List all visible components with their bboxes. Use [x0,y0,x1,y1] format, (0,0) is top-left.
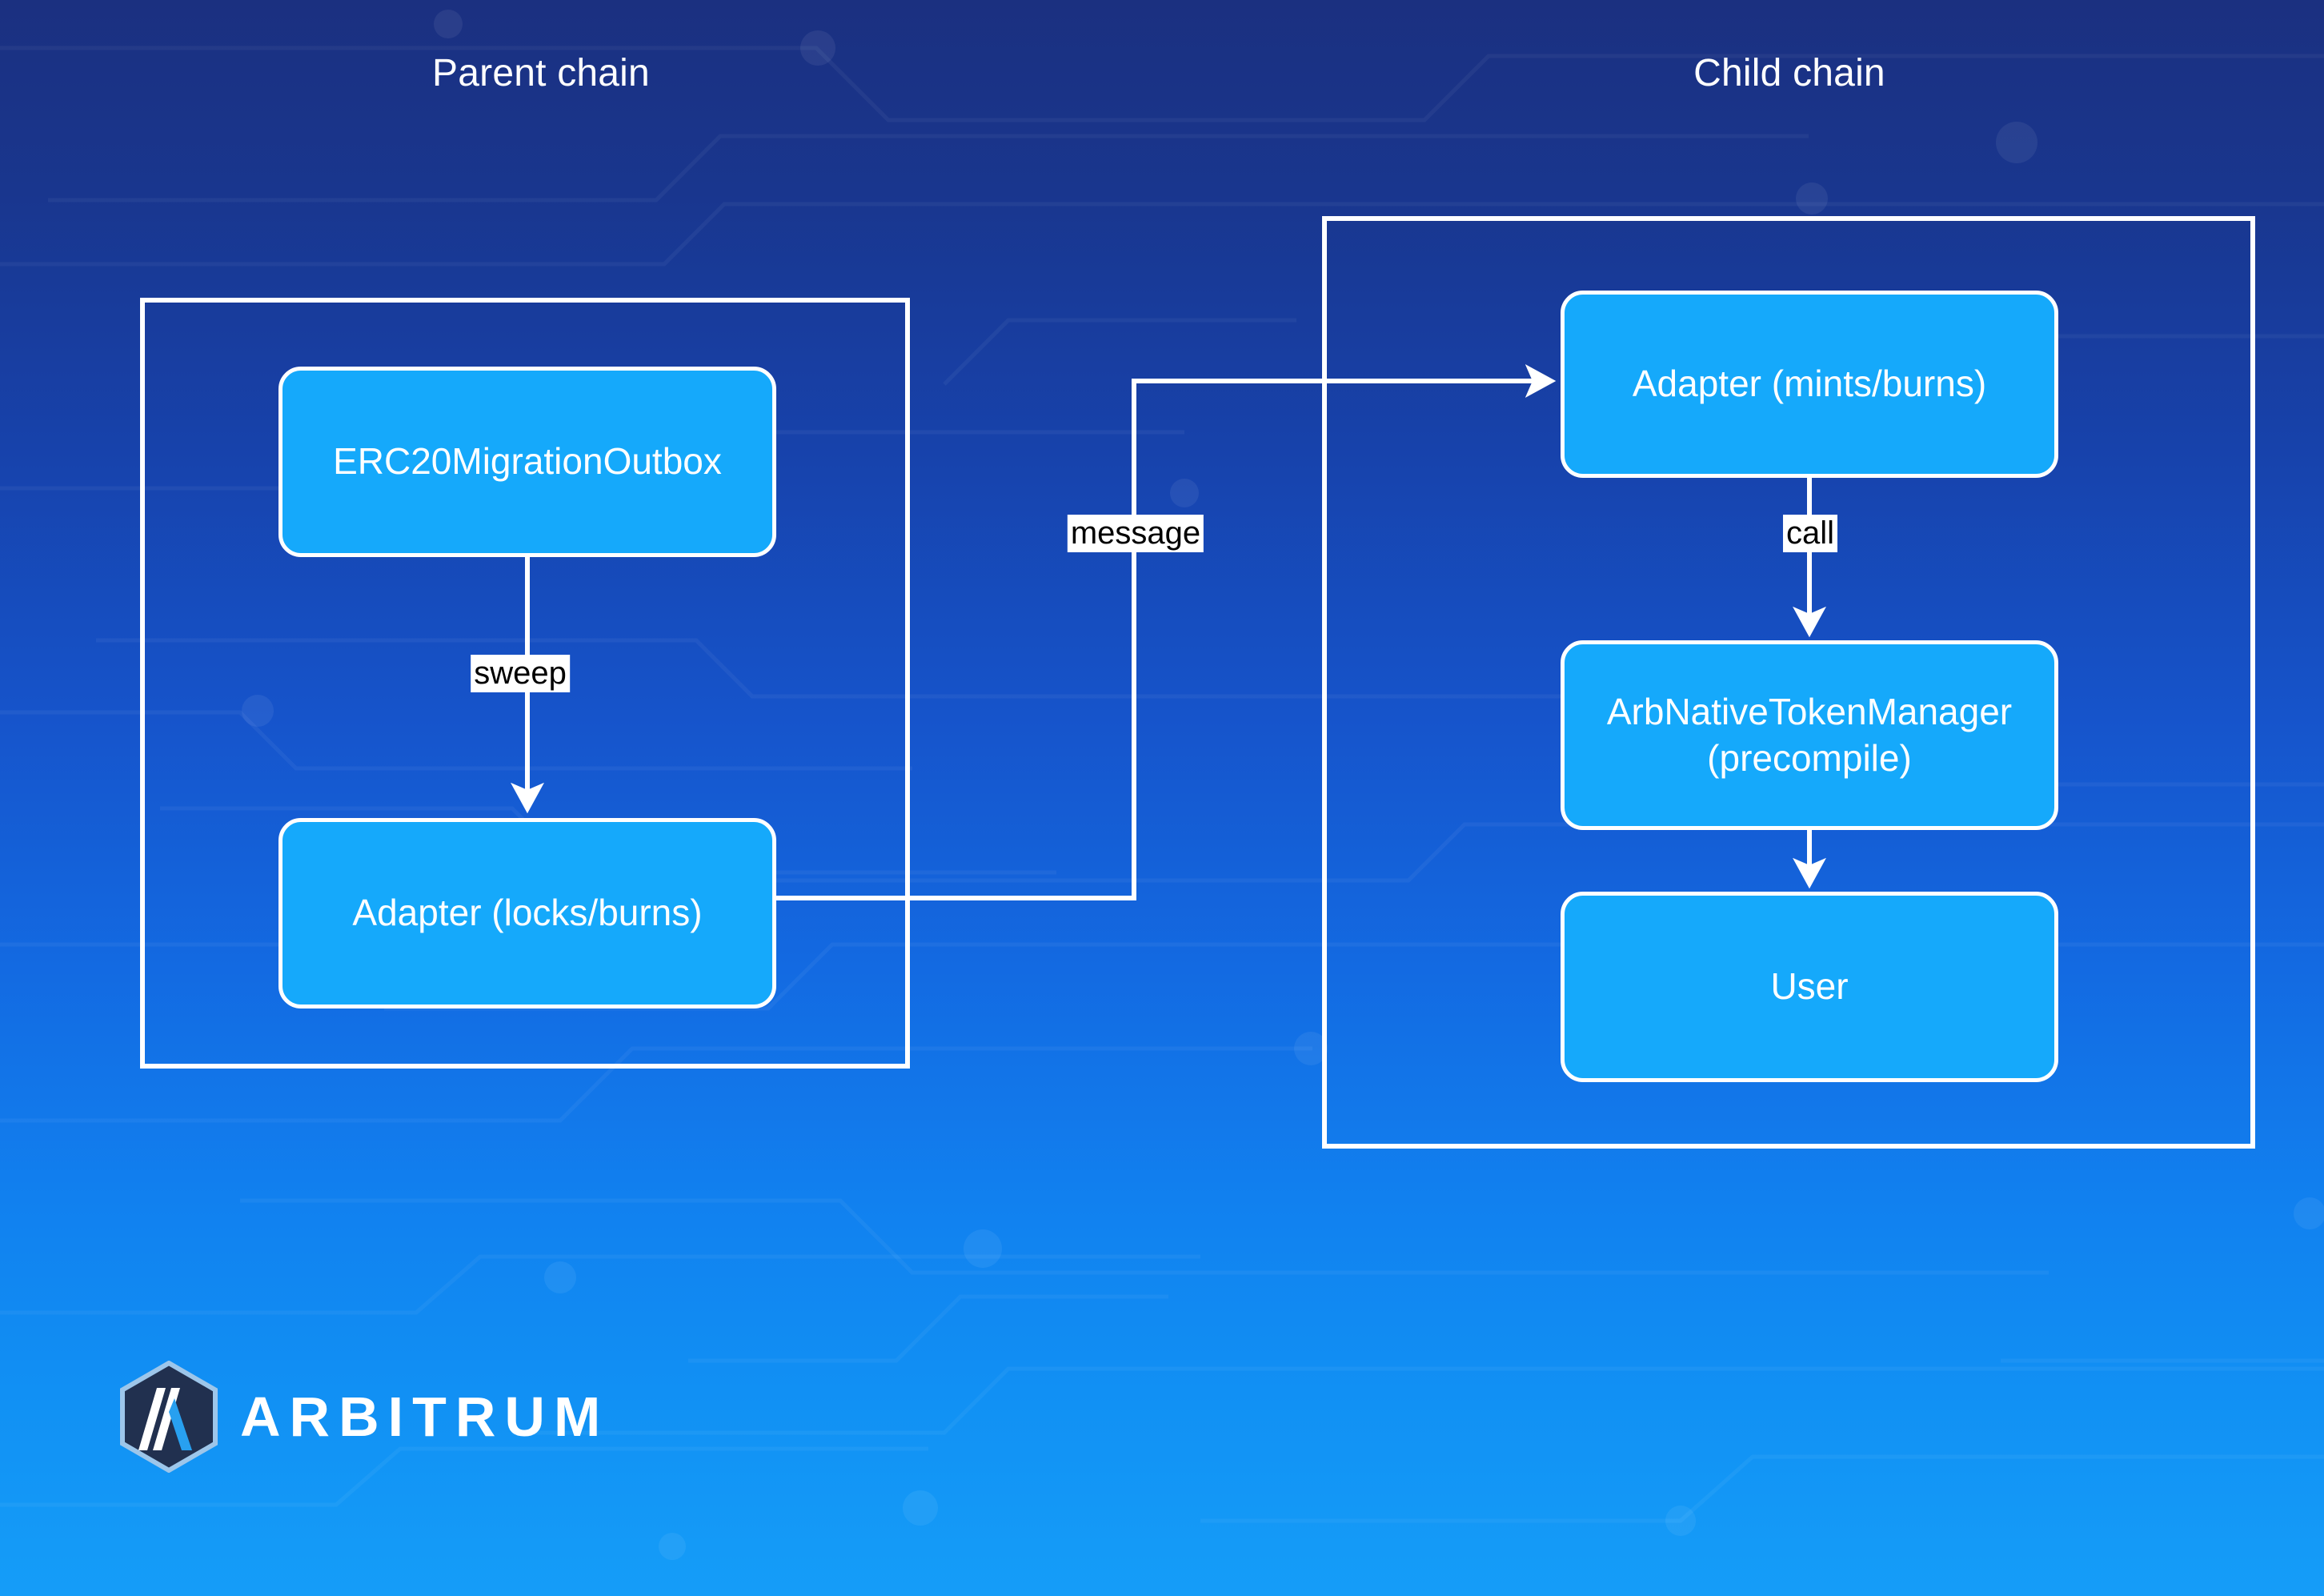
node-label-line-2: (precompile) [1707,736,1912,779]
edge-label-sweep: sweep [471,655,570,693]
parent-chain-title: Parent chain [432,52,650,94]
edge-label-message: message [1067,515,1204,553]
arbitrum-logo-icon [120,1361,218,1473]
arbitrum-wordmark: ARBITRUM [240,1385,610,1448]
node-adapter-locks-burns[interactable]: Adapter (locks/burns) [278,818,776,1009]
node-erc20-migration-outbox[interactable]: ERC20MigrationOutbox [278,367,776,557]
arbitrum-logo: ARBITRUM [118,1361,609,1473]
node-user[interactable]: User [1561,892,2058,1082]
edge-label-call: call [1782,515,1838,553]
child-chain-title: Child chain [1693,52,1885,94]
node-label: Adapter (mints/burns) [1632,363,1987,405]
node-arb-native-token-manager[interactable]: ArbNativeTokenManager (precompile) [1561,640,2058,830]
node-adapter-mints-burns[interactable]: Adapter (mints/burns) [1561,291,2058,478]
node-label: Adapter (locks/burns) [352,892,703,934]
node-label: ERC20MigrationOutbox [333,440,722,483]
node-label-line-1: ArbNativeTokenManager [1606,691,2013,732]
node-label: User [1770,965,1849,1008]
